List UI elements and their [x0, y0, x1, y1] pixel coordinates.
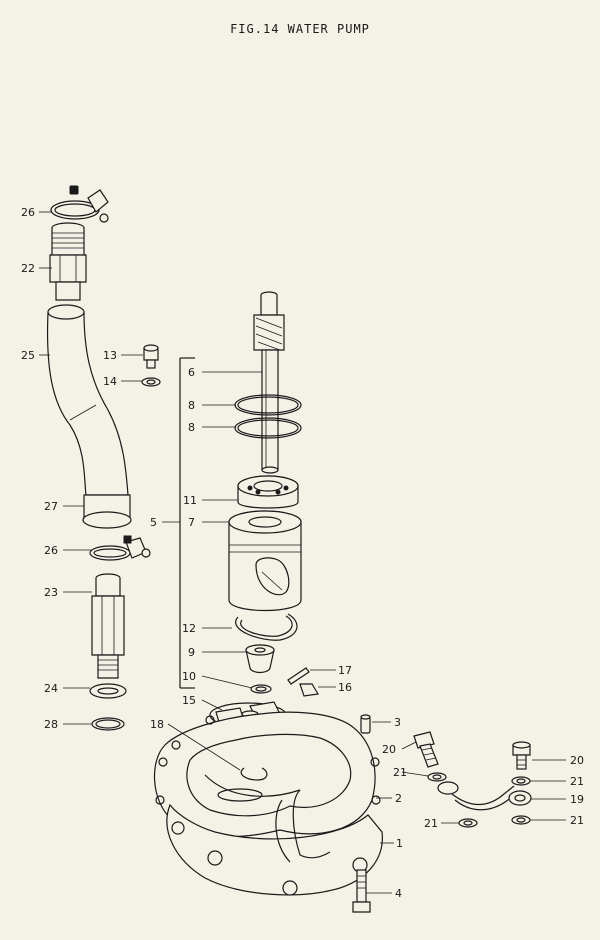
callout-22: 22: [21, 262, 35, 275]
callout-17: 17: [338, 664, 352, 677]
callout-18: 18: [150, 718, 164, 731]
seal-ring: [250, 684, 272, 694]
callout-11: 11: [183, 494, 197, 507]
callout-16: 16: [338, 681, 352, 694]
callout-15: 15: [182, 694, 196, 707]
case-clip: [240, 767, 268, 781]
callout-9: 9: [188, 646, 195, 659]
leader-lines: [39, 211, 566, 894]
washer-21d: [511, 815, 531, 825]
callout-labels: 26 22 25 27 26 23 24 28 13 14 6 8 8 11 5…: [21, 206, 584, 900]
callout-20-left: 20: [382, 743, 396, 756]
washer-21b: [458, 818, 478, 828]
circlip: [235, 613, 298, 641]
dowel-pin: [360, 714, 371, 734]
hose-band: [82, 494, 132, 529]
hose-clamp-top: [50, 185, 109, 223]
callout-21-upper-left: 21: [393, 766, 407, 779]
hose-fitting: [49, 222, 87, 301]
callout-28: 28: [44, 718, 58, 731]
hose-washer: [89, 683, 127, 699]
callout-4: 4: [395, 887, 402, 900]
callout-14: 14: [103, 375, 117, 388]
callout-8-upper: 8: [188, 399, 195, 412]
water-hose: [46, 311, 129, 496]
key: [299, 683, 319, 697]
pump-shaft: [253, 291, 285, 474]
callout-12: 12: [182, 622, 196, 635]
callout-24: 24: [44, 682, 58, 695]
callout-26-bottom: 26: [44, 544, 58, 557]
cap-bolt: [143, 344, 159, 369]
figure-title: FIG.14 WATER PUMP: [230, 22, 370, 36]
callout-8-lower: 8: [188, 421, 195, 434]
callout-5: 5: [150, 516, 157, 529]
washer-21a: [427, 772, 447, 782]
callout-21-upper-right: 21: [570, 775, 584, 788]
callout-1: 1: [396, 837, 403, 850]
case-bolt: [352, 869, 371, 913]
callout-2: 2: [395, 792, 402, 805]
callout-26-top: 26: [21, 206, 35, 219]
callout-13: 13: [103, 349, 117, 362]
pin: [287, 667, 310, 685]
callout-6: 6: [188, 366, 195, 379]
hose-clamp-bottom: [89, 535, 151, 561]
hose-union: [91, 573, 125, 679]
cap-washer: [141, 377, 161, 387]
callout-27: 27: [44, 500, 58, 513]
water-pipe: [437, 781, 532, 811]
washer-21c: [511, 776, 531, 786]
union-bolt-right: [512, 741, 531, 770]
union-bolt-left: [413, 731, 439, 768]
callout-7: 7: [188, 516, 195, 529]
callout-25: 25: [21, 349, 35, 362]
callout-23: 23: [44, 586, 58, 599]
pump-body: [228, 510, 302, 612]
callout-3: 3: [394, 716, 401, 729]
pump-case: [166, 774, 383, 896]
callout-10: 10: [182, 670, 196, 683]
callout-21-lower-right: 21: [570, 814, 584, 827]
callout-19: 19: [570, 793, 584, 806]
assembly-bracket: [179, 357, 195, 689]
callout-21-lower-left: 21: [424, 817, 438, 830]
callout-20-right: 20: [570, 754, 584, 767]
mechanical-seal: [245, 644, 275, 674]
hose-assembly: [46, 185, 151, 731]
shaft-bearing: [237, 475, 299, 509]
